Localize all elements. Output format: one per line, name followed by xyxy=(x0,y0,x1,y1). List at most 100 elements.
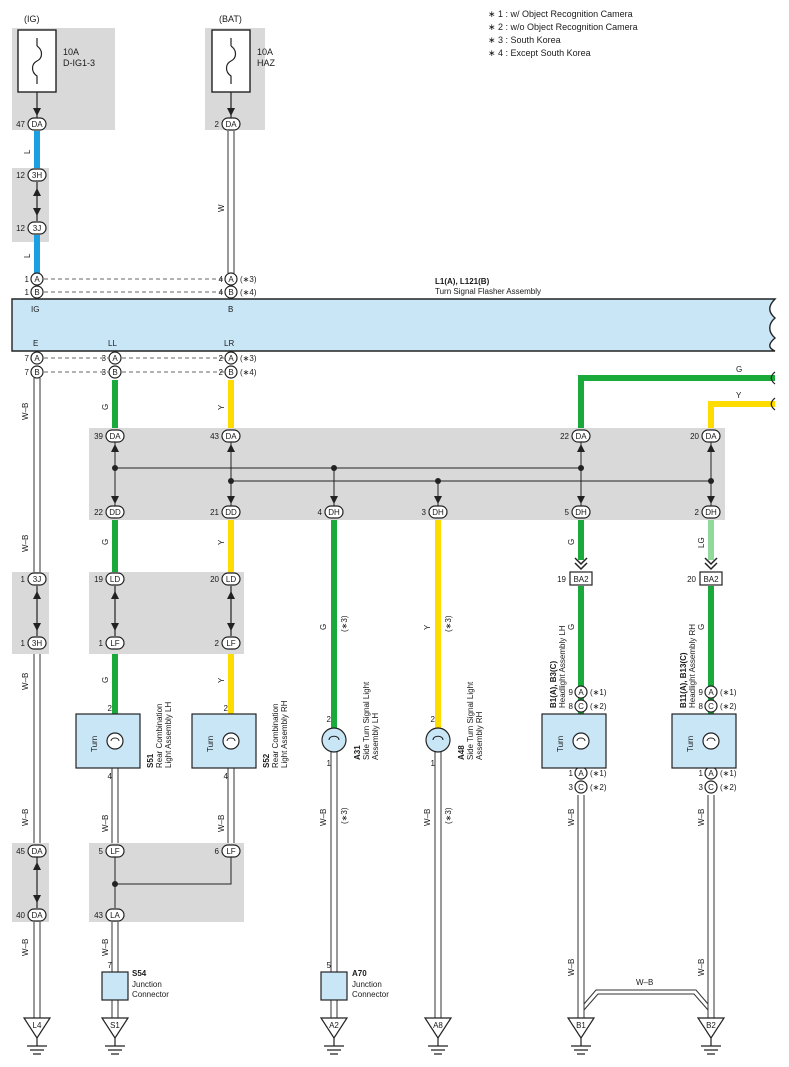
lamp-s51: Turn S51 Rear Combination Light Assembly… xyxy=(75,702,173,769)
ground-icon-s1: S1 xyxy=(100,1000,130,1055)
svg-text:Rear Combination: Rear Combination xyxy=(155,704,164,768)
svg-text:C: C xyxy=(578,783,584,792)
legend-notes: ∗ 1 : w/ Object Recognition Camera ∗ 2 :… xyxy=(488,9,638,58)
svg-text:W–B: W–B xyxy=(21,403,30,420)
svg-text:LD: LD xyxy=(110,575,120,584)
svg-text:39: 39 xyxy=(94,432,103,441)
wires xyxy=(33,92,775,1018)
ground-icon-b1: B1 xyxy=(566,1017,596,1055)
svg-text:4: 4 xyxy=(219,288,224,297)
svg-text:6: 6 xyxy=(215,847,220,856)
svg-text:W–B: W–B xyxy=(101,939,110,956)
svg-text:S54: S54 xyxy=(132,969,147,978)
s51-id: S51 xyxy=(146,753,155,768)
svg-text:G: G xyxy=(697,624,706,630)
svg-text:B: B xyxy=(112,368,117,377)
svg-text:Turn: Turn xyxy=(90,736,99,752)
svg-text:BA2: BA2 xyxy=(573,575,589,584)
grey-boxes xyxy=(12,28,725,922)
fuse-bat-rating: 10A xyxy=(257,47,273,57)
svg-text:DA: DA xyxy=(705,432,717,441)
svg-text:Y: Y xyxy=(217,677,226,683)
svg-text:2: 2 xyxy=(224,704,229,713)
svg-text:DA: DA xyxy=(109,432,121,441)
svg-text:43: 43 xyxy=(210,432,219,441)
svg-text:8: 8 xyxy=(569,702,574,711)
svg-text:C: C xyxy=(708,783,714,792)
svg-text:L: L xyxy=(23,149,32,154)
svg-text:(∗3): (∗3) xyxy=(240,354,257,363)
svg-text:Assembly RH: Assembly RH xyxy=(475,711,484,760)
svg-text:W–B: W–B xyxy=(636,978,653,987)
svg-text:B: B xyxy=(228,288,233,297)
svg-text:(∗3): (∗3) xyxy=(240,275,257,284)
svg-text:DH: DH xyxy=(432,508,444,517)
flasher-term-ll: LL xyxy=(108,339,117,348)
svg-text:Light Assembly RH: Light Assembly RH xyxy=(280,700,289,768)
flasher-term-ig: IG xyxy=(31,305,39,314)
svg-text:LF: LF xyxy=(226,847,235,856)
svg-text:9: 9 xyxy=(569,688,574,697)
svg-text:G: G xyxy=(736,365,742,374)
svg-text:A: A xyxy=(112,354,118,363)
svg-text:Y: Y xyxy=(217,539,226,545)
svg-text:L4: L4 xyxy=(33,1021,42,1030)
svg-text:2: 2 xyxy=(219,354,224,363)
svg-text:Connector: Connector xyxy=(132,990,169,999)
svg-text:4: 4 xyxy=(108,772,113,781)
svg-text:(∗2): (∗2) xyxy=(720,702,737,711)
svg-text:9: 9 xyxy=(699,688,704,697)
svg-text:A: A xyxy=(34,354,40,363)
svg-text:7: 7 xyxy=(25,354,30,363)
connector-pins xyxy=(27,117,721,922)
note-1: ∗ 1 : w/ Object Recognition Camera xyxy=(488,9,633,19)
svg-text:1: 1 xyxy=(699,769,704,778)
ground-icon-l4: L4 xyxy=(22,1017,52,1055)
bulb-icon xyxy=(222,732,240,750)
svg-text:W–B: W–B xyxy=(697,809,706,826)
fuse-ig-name: D-IG1-3 xyxy=(63,58,95,68)
svg-text:G: G xyxy=(101,404,110,410)
note-3: ∗ 3 : South Korea xyxy=(488,35,561,45)
svg-text:(∗2): (∗2) xyxy=(590,702,607,711)
b1-id: B1(A), B3(C) xyxy=(549,661,558,708)
svg-text:22: 22 xyxy=(560,432,569,441)
fuse-bat-name: HAZ xyxy=(257,58,276,68)
svg-text:A: A xyxy=(578,769,584,778)
svg-text:3J: 3J xyxy=(33,224,41,233)
svg-text:20: 20 xyxy=(687,575,696,584)
bulb-icon xyxy=(425,727,451,753)
lamp-b11: Turn B11(A), B13(C) Headlight Assembly R… xyxy=(671,624,737,769)
a31-id: A31 xyxy=(353,745,362,760)
svg-text:A: A xyxy=(228,275,234,284)
lamp-b1: Turn B1(A), B3(C) Headlight Assembly LH xyxy=(541,625,607,769)
svg-text:2: 2 xyxy=(219,368,224,377)
note-4: ∗ 4 : Except South Korea xyxy=(488,48,591,58)
svg-text:L: L xyxy=(23,253,32,258)
svg-text:(∗3): (∗3) xyxy=(340,807,349,824)
svg-text:G: G xyxy=(319,624,328,630)
svg-text:40: 40 xyxy=(16,911,25,920)
svg-text:3: 3 xyxy=(102,354,107,363)
svg-text:7: 7 xyxy=(108,961,113,970)
svg-text:43: 43 xyxy=(94,911,103,920)
fuse-ig-rating: 10A xyxy=(63,47,79,57)
svg-text:1: 1 xyxy=(569,769,574,778)
svg-text:A70: A70 xyxy=(352,969,367,978)
svg-text:Headlight Assembly RH: Headlight Assembly RH xyxy=(688,624,697,708)
a48-id: A48 xyxy=(457,745,466,760)
svg-text:LA: LA xyxy=(110,911,120,920)
svg-text:3H: 3H xyxy=(32,171,42,180)
svg-text:Turn: Turn xyxy=(206,736,215,752)
svg-text:2: 2 xyxy=(108,704,113,713)
bulb-icon xyxy=(702,732,720,750)
svg-text:LF: LF xyxy=(226,639,235,648)
svg-text:Side Turn Signal Light: Side Turn Signal Light xyxy=(362,681,371,760)
svg-text:Junction: Junction xyxy=(132,980,162,989)
svg-text:W–B: W–B xyxy=(101,815,110,832)
svg-text:47: 47 xyxy=(16,120,25,129)
flasher-term-lr: LR xyxy=(224,339,234,348)
svg-text:19: 19 xyxy=(94,575,103,584)
svg-text:B: B xyxy=(228,368,233,377)
svg-text:C: C xyxy=(578,702,584,711)
